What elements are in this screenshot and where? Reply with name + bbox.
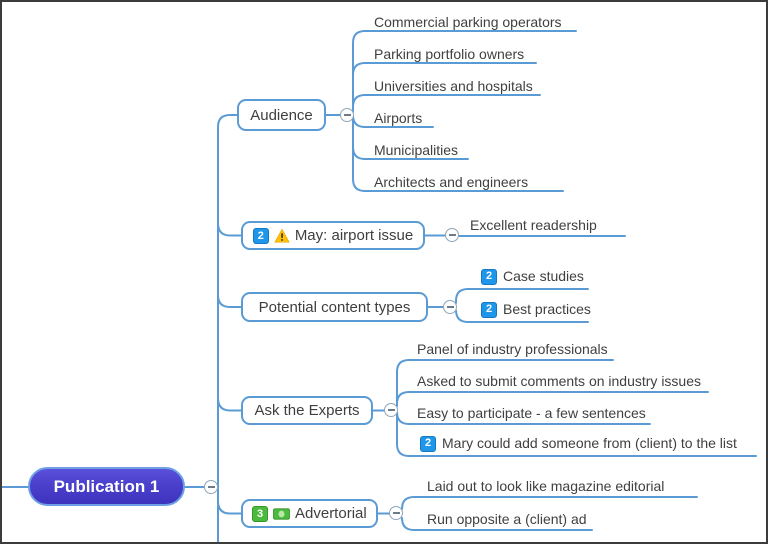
collapse-toggle-may[interactable] [445,228,459,242]
priority-2-badge: 2 [481,301,497,318]
topic-advertorial[interactable]: 3 Advertorial [241,499,378,528]
minus-icon [448,234,456,236]
collapse-toggle-root[interactable] [204,480,218,494]
topic-may-airport-issue[interactable]: 2 May: airport issue [241,221,425,250]
topic-audience-label: Audience [250,106,313,124]
minus-icon [207,486,215,488]
collapse-toggle-ask[interactable] [384,403,398,417]
priority-3-badge: 3 [252,505,268,522]
leaf-case-studies[interactable]: 2 Case studies [481,268,584,285]
leaf-architects-and-engineers[interactable]: Architects and engineers [374,174,529,190]
warning-icon [274,228,290,244]
priority-2-badge: 2 [420,435,436,452]
leaf-excellent-readership[interactable]: Excellent readership [470,217,597,233]
connector-audience-child-2 [352,62,537,112]
minus-icon [387,409,395,411]
connector-advertorial-child-1 [401,496,698,510]
connector-audience-child-3 [352,94,541,113]
leaf-best-practices[interactable]: 2 Best practices [481,301,591,318]
leaf-case-studies-label: Case studies [503,268,584,284]
topic-audience[interactable]: Audience [237,99,326,131]
connector-stub-ask [217,393,242,412]
connector-trunk [217,114,238,544]
leaf-laid-out-like-magazine-editorial[interactable]: Laid out to look like magazine editorial [427,478,665,494]
leaf-mary-label: Mary could add someone from (client) to … [442,435,737,451]
collapse-toggle-audience[interactable] [340,108,354,122]
leaf-mary-could-add-someone[interactable]: 2 Mary could add someone from (client) t… [420,435,737,452]
priority-2-badge: 2 [481,268,497,285]
leaf-best-practices-label: Best practices [503,301,591,317]
leaf-parking-portfolio-owners[interactable]: Parking portfolio owners [374,46,525,62]
topic-advertorial-label: Advertorial [295,505,367,522]
minus-icon [343,114,351,116]
connector-audience-child-6 [352,117,564,192]
minus-icon [392,512,400,514]
connector-ask-child-1 [396,359,614,407]
leaf-airports[interactable]: Airports [374,110,423,126]
connector-stub-advertorial [217,496,242,515]
connector-stub-may [217,218,242,237]
leaf-universities-and-hospitals[interactable]: Universities and hospitals [374,78,533,94]
connector-stub-potential [217,290,242,308]
root-topic-publication-1[interactable]: Publication 1 [28,467,185,506]
leaf-commercial-parking-operators[interactable]: Commercial parking operators [374,14,562,30]
leaf-asked-to-submit-comments[interactable]: Asked to submit comments on industry iss… [417,373,702,389]
topic-potential-label: Potential content types [258,298,411,316]
topic-potential-content-types[interactable]: Potential content types [241,292,428,322]
topic-ask-the-experts[interactable]: Ask the Experts [241,396,373,425]
connector-ask-child-4 [396,414,757,457]
topic-may-label: May: airport issue [294,227,414,244]
leaf-panel-of-industry-professionals[interactable]: Panel of industry professionals [417,341,608,357]
connector-audience-child-1 [352,30,577,112]
root-topic-label: Publication 1 [53,476,160,496]
connector-potential-child-1 [455,288,589,304]
leaf-run-opposite-client-ad[interactable]: Run opposite a (client) ad [427,511,587,527]
collapse-toggle-advertorial[interactable] [389,506,403,520]
connector-ask-child-2 [396,391,709,407]
collapse-toggle-potential[interactable] [443,300,457,314]
priority-2-badge: 2 [252,227,269,244]
topic-ask-label: Ask the Experts [254,402,360,419]
connector-advertorial-child-2 [401,517,593,531]
money-icon [273,507,290,520]
minus-icon [446,306,454,308]
leaf-municipalities[interactable]: Municipalities [374,142,459,158]
leaf-easy-to-participate[interactable]: Easy to participate - a few sentences [417,405,646,421]
